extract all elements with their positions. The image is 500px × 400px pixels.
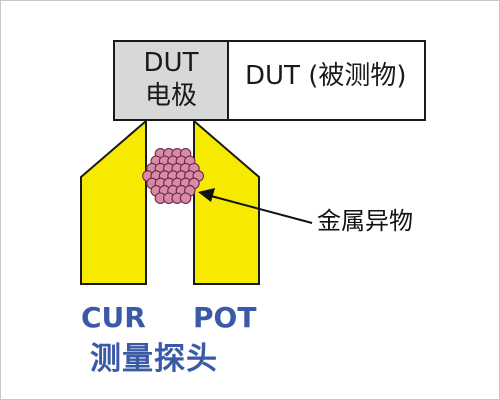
electrode-label-line1: DUT [143, 48, 199, 78]
probe-caption: 测量探头 [90, 341, 218, 377]
dut-body-label: DUT (被测物) [245, 61, 407, 91]
foreign-particle-cluster [142, 148, 204, 204]
pot-probe [193, 118, 260, 285]
callout-line [210, 195, 313, 224]
cur-probe-label: CUR [81, 301, 146, 334]
particle [179, 192, 192, 204]
callout-arrowhead [198, 188, 215, 202]
electrode-label-line2: 电极 [144, 81, 197, 111]
dut-electrode [113, 40, 229, 121]
foreign-matter-label: 金属异物 [317, 207, 413, 235]
pot-probe-label: POT [193, 301, 257, 334]
cur-probe [80, 118, 147, 285]
